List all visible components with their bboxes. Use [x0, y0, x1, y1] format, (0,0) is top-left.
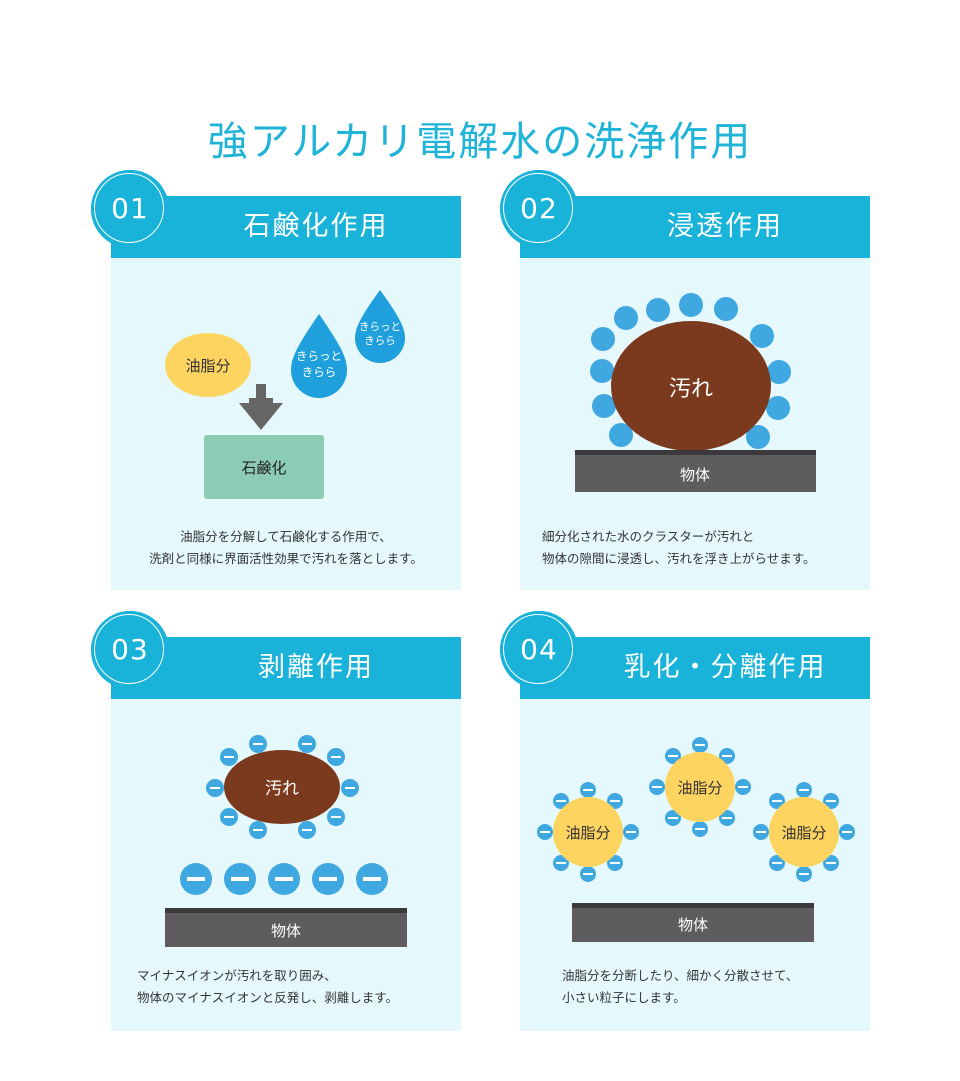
- card-title: 石鹸化作用: [243, 211, 389, 242]
- card-title: 剥離作用: [258, 652, 374, 683]
- card-number-badge: 01: [91, 170, 169, 248]
- soap-box: [204, 435, 324, 499]
- emulsification-illustration: 油脂分 油脂分: [537, 737, 855, 942]
- oil-blob: [165, 333, 251, 397]
- drop-label: きらら: [302, 365, 337, 379]
- peeling-illustration: 汚れ 物体: [165, 735, 407, 947]
- card-description: 細分化された水のクラスターが汚れと 物体の隙間に浸透し、汚れを浮き上がらせます。: [542, 529, 816, 566]
- oil-particle-center: 油脂分: [649, 737, 751, 837]
- card-number-badge: 04: [500, 611, 578, 689]
- object-base: [572, 903, 814, 942]
- soap-label: 石鹸化: [241, 459, 286, 477]
- arrow-down-icon: [239, 384, 283, 430]
- card-description: マイナスイオンが汚れを取り囲み、 物体のマイナスイオンと反発し、剥離します。: [137, 968, 399, 1005]
- card-description: 油脂分を分断したり、細かく分散させて、 小さい粒子にします。: [562, 968, 799, 1005]
- card-description: 油脂分を分解して石鹸化する作用で、 洗剤と同様に界面活性効果で汚れを落とします。: [149, 529, 423, 566]
- card-peeling: 剥離作用 汚れ 物体 マイナスイオンが汚れを取り囲み、 物体のマ: [111, 637, 461, 1031]
- dirt-blob: [611, 321, 771, 451]
- water-cluster: [590, 293, 791, 449]
- card-saponification: 石鹸化作用 油脂分 石鹸化 きらっと きらら きらっと きらら 油脂分を分解して…: [111, 196, 461, 590]
- card-emulsification: 乳化・分離作用 油脂分: [520, 637, 870, 1031]
- svg-text:油脂分: 油脂分: [781, 824, 826, 842]
- saponification-illustration: 油脂分 石鹸化 きらっと きらら きらっと きらら: [165, 290, 405, 499]
- card-title: 乳化・分離作用: [623, 652, 827, 683]
- object-base: [575, 450, 816, 492]
- card-header: 浸透作用: [520, 196, 870, 258]
- drop-label: きらら: [364, 335, 396, 347]
- oil-particle-left: 油脂分: [537, 782, 639, 882]
- water-drop-icon: [355, 290, 405, 363]
- svg-text:油脂分: 油脂分: [565, 824, 610, 842]
- negative-ion-ring: [206, 735, 359, 839]
- object-label: 物体: [678, 916, 708, 934]
- page-title: 強アルカリ電解水の洗浄作用: [207, 118, 753, 165]
- card-header: 剥離作用: [111, 637, 461, 699]
- card-number-badge: 02: [500, 170, 578, 248]
- oil-label: 油脂分: [185, 357, 230, 375]
- oil-particle-right: 油脂分: [753, 782, 855, 882]
- object-negative-ions: [180, 863, 388, 895]
- drop-label: きらっと: [296, 349, 342, 363]
- dirt-blob: [224, 750, 340, 824]
- object-base: [165, 908, 407, 947]
- drop-label: きらっと: [359, 321, 401, 333]
- card-header: 乳化・分離作用: [520, 637, 870, 699]
- object-label: 物体: [680, 466, 710, 484]
- dirt-label: 汚れ: [669, 377, 713, 402]
- object-label: 物体: [271, 922, 301, 940]
- card-number-badge: 03: [91, 611, 169, 689]
- dirt-label: 汚れ: [265, 779, 299, 799]
- card-penetration: 浸透作用 汚れ 物体 細分化された水のクラスターが汚れと 物体の隙間に浸透し、汚…: [520, 196, 870, 590]
- penetration-illustration: 汚れ 物体: [575, 293, 816, 492]
- water-drop-icon: [291, 314, 347, 398]
- svg-text:油脂分: 油脂分: [677, 779, 722, 797]
- card-header: 石鹸化作用: [111, 196, 461, 258]
- card-title: 浸透作用: [667, 211, 783, 242]
